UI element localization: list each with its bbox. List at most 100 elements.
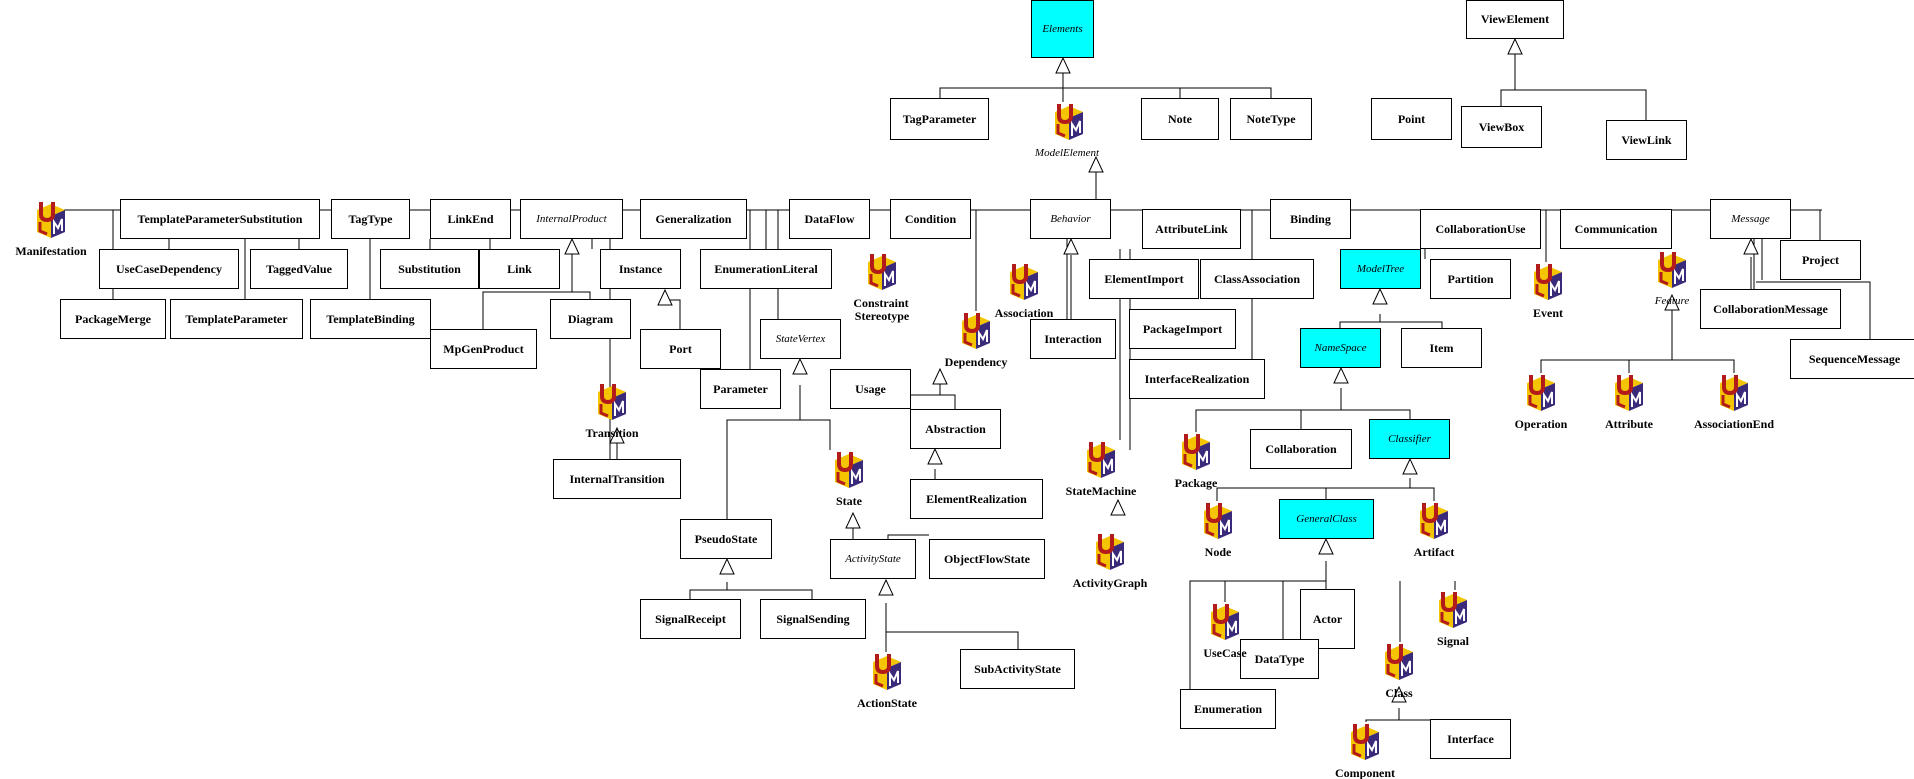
class-box-note-type[interactable]: NoteType (1230, 98, 1312, 140)
connector-line (727, 589, 813, 599)
class-box-view-link[interactable]: ViewLink (1606, 120, 1687, 160)
icon-label-package: Package (1174, 476, 1218, 490)
inheritance-arrow (564, 237, 580, 255)
class-box-partition[interactable]: Partition (1430, 259, 1511, 299)
class-box-tag-parameter[interactable]: TagParameter (890, 98, 989, 140)
uml-icon-action-state (873, 654, 901, 690)
inheritance-arrow (1664, 293, 1680, 311)
class-box-activity-state[interactable]: ActivityState (830, 539, 916, 579)
class-box-instance[interactable]: Instance (600, 249, 681, 289)
uml-icon-class (1385, 644, 1413, 680)
class-box-tagged-value[interactable]: TaggedValue (250, 249, 348, 289)
class-box-general-class[interactable]: GeneralClass (1279, 499, 1374, 539)
connector-line (1672, 359, 1735, 373)
class-box-note[interactable]: Note (1141, 98, 1219, 140)
class-box-state-vertex[interactable]: StateVertex (760, 319, 841, 359)
class-box-template-parameter[interactable]: TemplateParameter (170, 299, 303, 339)
class-box-link-end[interactable]: LinkEnd (430, 199, 511, 239)
class-box-view-element[interactable]: ViewElement (1466, 0, 1564, 39)
uml-icon-signal (1439, 592, 1467, 628)
class-box-message[interactable]: Message (1710, 199, 1791, 239)
class-box-package-merge[interactable]: PackageMerge (60, 299, 166, 339)
class-box-data-flow[interactable]: DataFlow (789, 199, 870, 239)
class-box-binding[interactable]: Binding (1270, 199, 1351, 239)
inheritance-arrow (1391, 685, 1407, 703)
icon-label-feature: Feature (1654, 295, 1690, 307)
inheritance-arrow (1402, 457, 1418, 475)
connector-line (1195, 388, 1342, 432)
connector-line (1380, 321, 1443, 328)
class-box-enumeration[interactable]: Enumeration (1180, 689, 1276, 729)
class-box-generalization[interactable]: Generalization (640, 199, 747, 239)
uml-icon-state (835, 452, 863, 488)
class-box-class-association[interactable]: ClassAssociation (1200, 259, 1314, 299)
class-box-data-type[interactable]: DataType (1240, 639, 1319, 679)
connector-line (1216, 478, 1411, 501)
class-box-item[interactable]: Item (1401, 328, 1482, 368)
uml-icon-association (1010, 264, 1038, 300)
class-box-sub-activity-state[interactable]: SubActivityState (960, 649, 1075, 689)
uml-icon-transition (598, 384, 626, 420)
class-box-point[interactable]: Point (1371, 98, 1452, 140)
icon-label-operation: Operation (1514, 417, 1568, 431)
class-box-diagram[interactable]: Diagram (550, 299, 631, 339)
icon-label-action-state: ActionState (857, 696, 917, 710)
connector-line (689, 582, 728, 599)
uml-icon-activity-graph (1096, 534, 1124, 570)
uml-icon-node (1204, 503, 1232, 539)
class-box-classifier[interactable]: Classifier (1369, 419, 1450, 459)
icon-label-association-end: AssociationEnd (1693, 417, 1775, 431)
class-box-abstraction[interactable]: Abstraction (910, 409, 1001, 449)
class-box-parameter[interactable]: Parameter (700, 369, 781, 409)
class-box-view-box[interactable]: ViewBox (1461, 106, 1542, 148)
class-box-sequence-message[interactable]: SequenceMessage (1790, 339, 1914, 379)
class-box-mp-gen-product[interactable]: MpGenProduct (430, 329, 537, 369)
class-box-port[interactable]: Port (640, 329, 721, 369)
class-box-project[interactable]: Project (1780, 240, 1861, 280)
class-box-communication[interactable]: Communication (1560, 209, 1672, 249)
class-box-name-space[interactable]: NameSpace (1300, 328, 1381, 368)
class-box-interface-realization[interactable]: InterfaceRealization (1129, 359, 1265, 399)
class-box-collaboration-message[interactable]: CollaborationMessage (1700, 289, 1841, 329)
class-box-internal-product[interactable]: InternalProduct (520, 199, 623, 239)
inheritance-arrow (1507, 37, 1523, 55)
class-box-interface[interactable]: Interface (1430, 719, 1511, 759)
class-box-object-flow-state[interactable]: ObjectFlowState (929, 539, 1045, 579)
class-box-attribute-link[interactable]: AttributeLink (1142, 209, 1241, 249)
icon-label-constraint: Constraint (853, 296, 909, 310)
uml-icon-manifestation (37, 202, 65, 238)
class-box-behavior[interactable]: Behavior (1030, 199, 1111, 239)
connector-line (482, 250, 573, 329)
class-box-enumeration-literal[interactable]: EnumerationLiteral (700, 249, 832, 289)
uml-icon-operation (1527, 375, 1555, 411)
inheritance-arrow (657, 288, 673, 306)
class-box-signal-sending[interactable]: SignalSending (760, 599, 866, 639)
class-box-model-tree[interactable]: ModelTree (1340, 249, 1421, 289)
class-box-substitution[interactable]: Substitution (380, 249, 479, 289)
connector-line (1339, 314, 1381, 328)
inheritance-arrow (1055, 56, 1071, 74)
class-box-elements[interactable]: Elements (1031, 0, 1094, 58)
class-box-use-case-dependency[interactable]: UseCaseDependency (99, 249, 239, 289)
class-box-condition[interactable]: Condition (890, 199, 971, 239)
icon-label-transition: Transition (585, 426, 639, 440)
class-box-usage[interactable]: Usage (830, 369, 911, 409)
class-box-tag-type[interactable]: TagType (331, 199, 410, 239)
class-box-element-import[interactable]: ElementImport (1089, 259, 1199, 299)
class-box-template-binding[interactable]: TemplateBinding (310, 299, 431, 339)
class-box-collaboration-use[interactable]: CollaborationUse (1420, 209, 1541, 249)
class-box-signal-receipt[interactable]: SignalReceipt (640, 599, 741, 639)
inheritance-arrow (609, 426, 625, 444)
inheritance-arrow (1063, 237, 1079, 255)
class-box-pseudo-state[interactable]: PseudoState (680, 519, 772, 559)
class-box-interaction[interactable]: Interaction (1030, 319, 1116, 359)
icon-label-use-case: UseCase (1203, 646, 1247, 660)
class-box-collaboration[interactable]: Collaboration (1250, 429, 1352, 469)
class-box-internal-transition[interactable]: InternalTransition (553, 459, 681, 499)
class-box-package-import[interactable]: PackageImport (1129, 309, 1236, 349)
class-box-element-realization[interactable]: ElementRealization (910, 479, 1043, 519)
class-box-link[interactable]: Link (479, 249, 560, 289)
inheritance-arrow (1110, 498, 1126, 516)
class-box-template-parameter-substitution[interactable]: TemplateParameterSubstitution (120, 199, 320, 239)
